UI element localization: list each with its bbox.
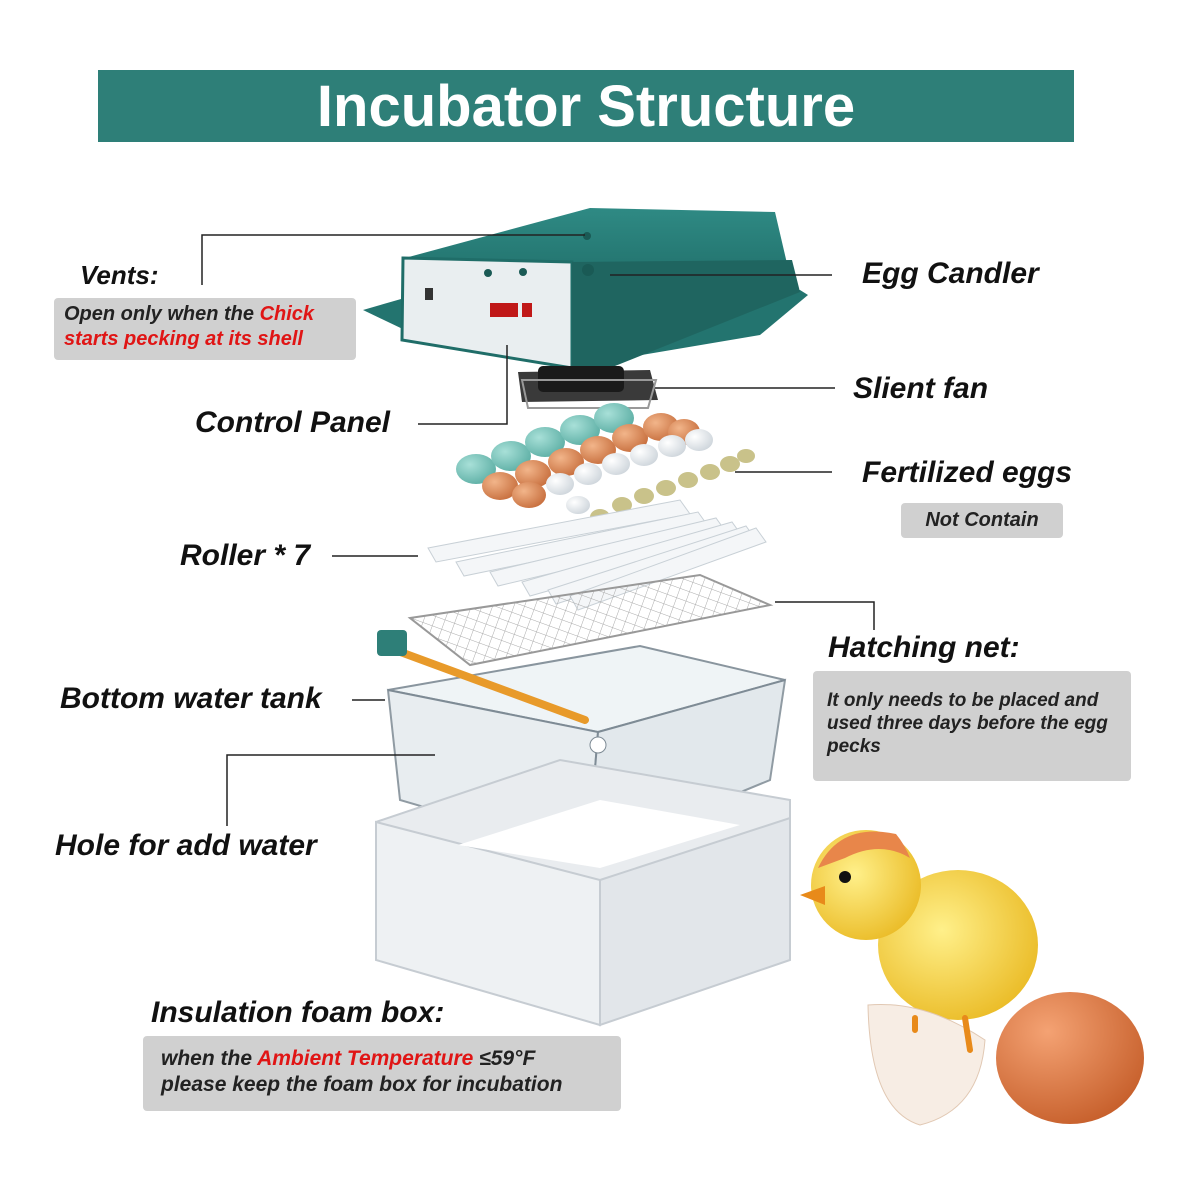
note-not-contain: Not Contain xyxy=(901,503,1063,538)
note-insulation: when the Ambient Temperature ≤59°F pleas… xyxy=(143,1036,621,1111)
label-silent-fan: Slient fan xyxy=(853,372,989,405)
label-bottom-water-tank: Bottom water tank xyxy=(60,682,322,715)
label-insulation: Insulation foam box: xyxy=(151,996,445,1029)
note-insul-pre: when the xyxy=(161,1047,258,1070)
label-roller: Roller * 7 xyxy=(180,539,311,572)
foam-box xyxy=(375,758,791,1027)
label-egg-candler: Egg Candler xyxy=(862,257,1039,290)
leader-lines xyxy=(201,234,875,826)
hatching-net xyxy=(407,573,774,667)
note-insul-post: ≤59°F xyxy=(473,1047,536,1070)
note-vents-red: Chick xyxy=(259,303,315,325)
title-banner: Incubator Structure xyxy=(98,70,1074,142)
note-insul-line2: please keep the foam box for incubation xyxy=(161,1073,563,1096)
page-title: Incubator Structure xyxy=(316,73,856,139)
note-vents: Open only when the Chick starts pecking … xyxy=(54,298,356,360)
egg-cluster xyxy=(456,403,755,525)
note-vents-red2: starts pecking at its shell xyxy=(64,328,303,350)
label-hatching-net: Hatching net: xyxy=(828,631,1020,664)
fan-assembly xyxy=(518,366,658,409)
label-fertilized-eggs: Fertilized eggs xyxy=(862,456,1073,489)
note-hatching: It only needs to be placed and used thre… xyxy=(813,671,1131,781)
note-hatching-text: It only needs to be placed and used thre… xyxy=(827,690,1108,757)
label-control-panel: Control Panel xyxy=(195,406,391,439)
label-hole-for-water: Hole for add water xyxy=(55,829,317,862)
note-insul-red: Ambient Temperature xyxy=(257,1047,474,1070)
note-vents-text: Open only when the xyxy=(64,303,260,325)
incubator-lid xyxy=(363,208,808,370)
label-vents: Vents: xyxy=(80,260,159,290)
note-not-contain-text: Not Contain xyxy=(925,509,1039,531)
chick-illustration xyxy=(800,830,1144,1126)
